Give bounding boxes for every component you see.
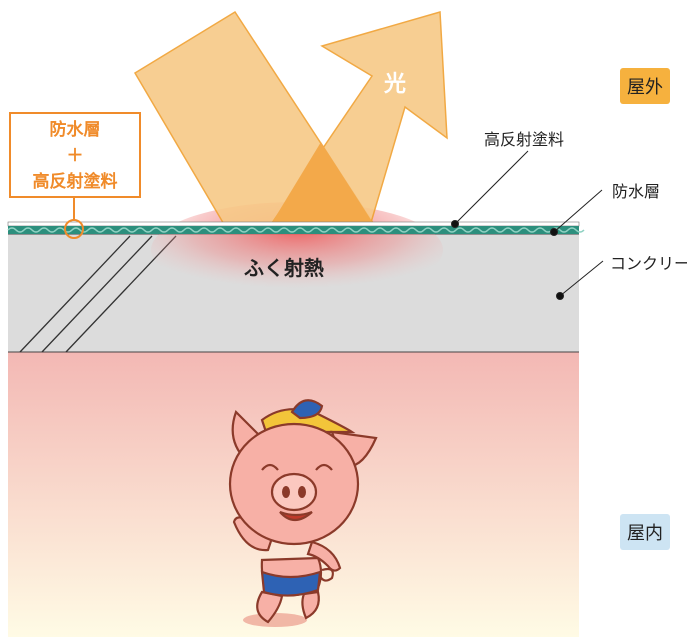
radiant-heat-label: ふく射熱 xyxy=(244,256,324,280)
label-concrete: コンクリート xyxy=(610,254,687,273)
outside-badge: 屋外 xyxy=(620,68,670,104)
leader-concrete xyxy=(559,260,604,297)
light-label: 光 xyxy=(384,72,407,97)
callout-line2: 高反射塗料 xyxy=(32,172,118,192)
label-reflective-coating: 高反射塗料 xyxy=(484,130,565,149)
pig-mascot-icon xyxy=(228,399,378,627)
light-overlap xyxy=(270,142,375,226)
inside-badge: 屋内 xyxy=(620,514,670,550)
label-waterproof-layer: 防水層 xyxy=(612,182,661,201)
leader-reflective xyxy=(454,150,529,225)
leader-waterproof xyxy=(553,189,603,233)
reflective-coating xyxy=(7,221,580,227)
callout-box: 防水層 ＋ 高反射塗料 xyxy=(9,112,141,198)
waterproof-layer xyxy=(8,226,579,234)
callout-line1: 防水層 xyxy=(49,120,101,140)
callout-plus: ＋ xyxy=(66,146,84,166)
waterproof-wave xyxy=(7,227,585,233)
